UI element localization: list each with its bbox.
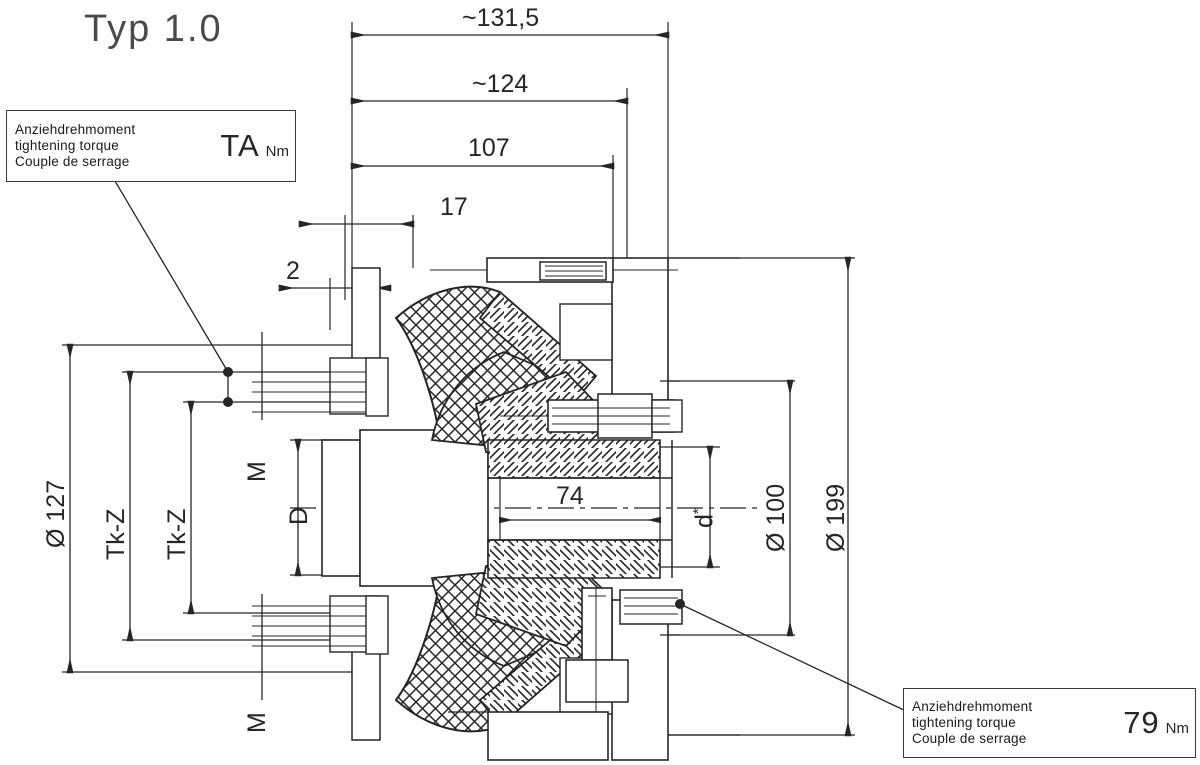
dim-text-thread-m-upper: M <box>243 461 271 482</box>
dim-text-tk-z-outer: Tk-Z <box>102 508 130 560</box>
dim-text-thread-m-lower: M <box>243 712 271 733</box>
dim-text-length-124: ~124 <box>472 70 529 98</box>
dim-text-length-2: 2 <box>286 257 300 285</box>
torque-top-value-group: TA Nm <box>210 128 289 164</box>
dim-74 <box>498 478 662 540</box>
torque-bottom-line-en: tightening torque <box>912 715 1016 731</box>
dim-text-hub-length-74: 74 <box>556 482 584 510</box>
torque-top-line-de: Anziehdrehmoment <box>15 122 136 138</box>
torque-label-top-text: Anziehdrehmoment tightening torque Coupl… <box>15 122 135 170</box>
dim-text-shaft-d-letter: d <box>690 514 719 528</box>
dim-text-diameter-127: Ø 127 <box>42 479 70 548</box>
torque-label-bottom: Anziehdrehmoment tightening torque Coupl… <box>903 688 1196 758</box>
dim-text-length-107: 107 <box>468 134 510 162</box>
bottom-bolt-assembly <box>565 587 629 740</box>
dim-text-shaft-d-superscript: * <box>690 508 707 515</box>
dim-text-overall-length: ~131,5 <box>462 4 540 32</box>
hub-sleeve <box>321 429 489 587</box>
base-plate <box>448 711 609 761</box>
torque-top-value: TA <box>220 128 260 163</box>
driven-hub-bottom-hatch <box>487 539 661 579</box>
right-dimension-lines <box>706 256 852 737</box>
dim-text-diameter-199: Ø 199 <box>822 483 850 552</box>
torque-bottom-line-de: Anziehdrehmoment <box>912 699 1033 715</box>
torque-label-top: Anziehdrehmoment tightening torque Coupl… <box>6 110 296 182</box>
page-title: Typ 1.0 <box>84 8 223 50</box>
torque-bottom-unit: Nm <box>1165 720 1189 737</box>
dim-text-length-17: 17 <box>440 193 468 221</box>
torque-bottom-value-group: 79 Nm <box>1113 705 1189 741</box>
outer-profile-lines <box>660 257 740 736</box>
dim-text-bore-d: D <box>285 506 313 525</box>
dim-text-diameter-100: Ø 100 <box>762 483 790 552</box>
leader-lines <box>111 175 909 713</box>
left-flange-bottom <box>252 595 389 741</box>
dim-text-tk-z-inner: Tk-Z <box>163 508 191 560</box>
torque-top-line-en: tightening torque <box>15 138 119 154</box>
driven-hub-top-hatch <box>487 439 661 479</box>
torque-label-bottom-text: Anziehdrehmoment tightening torque Coupl… <box>912 699 1032 747</box>
left-flange-top <box>252 267 389 417</box>
torque-top-line-fr: Couple de serrage <box>15 153 130 169</box>
top-bolt-assembly <box>430 257 678 283</box>
torque-bottom-value: 79 <box>1123 705 1160 740</box>
mid-upper-bolt-assembly <box>500 393 683 439</box>
lower-right-bolt-assembly <box>619 589 683 625</box>
torque-top-unit: Nm <box>265 143 289 160</box>
dim-text-shaft-d: d* <box>690 508 719 528</box>
torque-bottom-line-fr: Couple de serrage <box>912 730 1027 746</box>
